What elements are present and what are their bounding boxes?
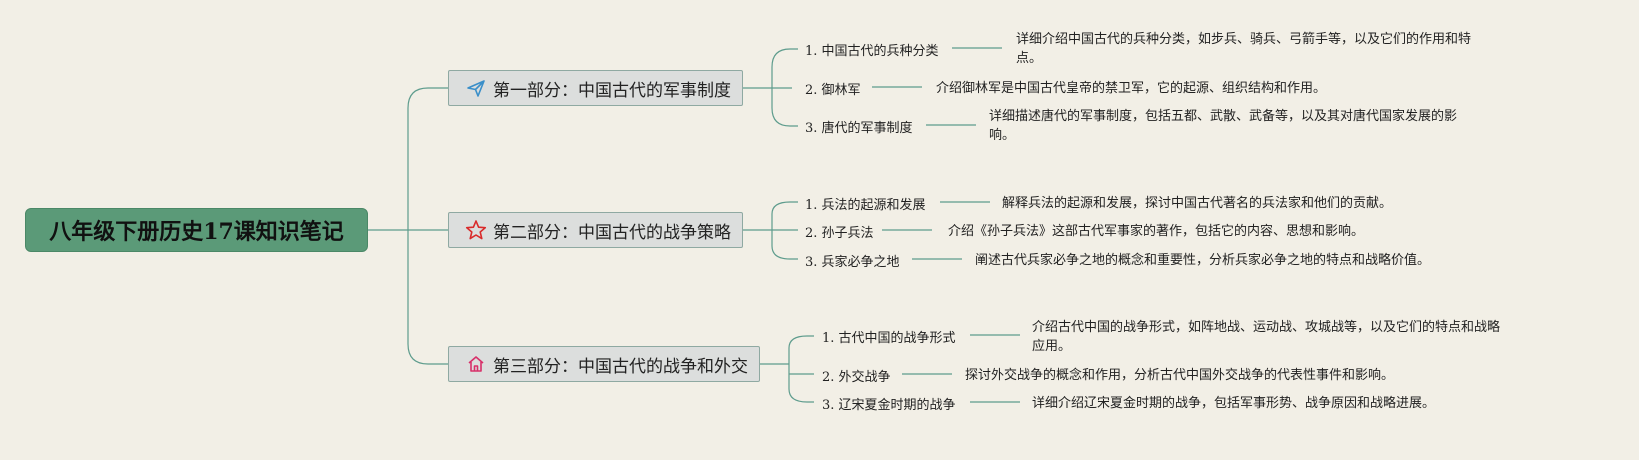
item-description: 介绍《孙子兵法》这部古代军事家的著作，包括它的内容、思想和影响。	[948, 224, 1365, 239]
item-description: 解释兵法的起源和发展，探讨中国古代著名的兵法家和他们的贡献。	[1002, 196, 1393, 211]
paper-plane-icon	[465, 77, 487, 99]
section-military-system[interactable]: 第一部分：中国古代的军事制度	[448, 70, 743, 106]
section-title: 第三部分：中国古代的战争和外交	[493, 356, 748, 377]
root-topic[interactable]: 八年级下册历史17课知识笔记	[25, 208, 368, 252]
home-icon	[465, 353, 487, 375]
item-label[interactable]: 1. 兵法的起源和发展	[805, 198, 926, 213]
star-icon	[465, 219, 487, 241]
root-title: 八年级下册历史17课知识笔记	[49, 219, 344, 245]
section-title: 第一部分：中国古代的军事制度	[493, 80, 731, 101]
item-description: 阐述古代兵家必争之地的概念和重要性，分析兵家必争之地的特点和战略价值。	[975, 253, 1431, 268]
item-label[interactable]: 3. 辽宋夏金时期的战争	[822, 398, 956, 413]
item-description: 详细介绍中国古代的兵种分类，如步兵、骑兵、弓箭手等，以及它们的作用和特点。	[1016, 32, 1472, 66]
item-label[interactable]: 1. 古代中国的战争形式	[822, 331, 956, 346]
item-description: 详细描述唐代的军事制度，包括五都、武散、武备等，以及其对唐代国家发展的影响。	[989, 109, 1458, 143]
item-label[interactable]: 3. 兵家必争之地	[805, 255, 900, 270]
section-war-diplomacy[interactable]: 第三部分：中国古代的战争和外交	[448, 346, 760, 382]
section-title: 第二部分：中国古代的战争策略	[493, 222, 731, 243]
item-label[interactable]: 3. 唐代的军事制度	[805, 121, 913, 136]
item-label[interactable]: 2. 外交战争	[822, 370, 891, 385]
item-description: 介绍御林军是中国古代皇帝的禁卫军，它的起源、组织结构和作用。	[936, 81, 1327, 96]
item-description: 详细介绍辽宋夏金时期的战争，包括军事形势、战争原因和战略进展。	[1032, 396, 1436, 411]
section-war-strategy[interactable]: 第二部分：中国古代的战争策略	[448, 212, 743, 248]
item-description: 探讨外交战争的概念和作用，分析古代中国外交战争的代表性事件和影响。	[965, 368, 1395, 383]
item-label[interactable]: 2. 孙子兵法	[805, 226, 874, 241]
item-description: 介绍古代中国的战争形式，如阵地战、运动战、攻城战等，以及它们的特点和战略应用。	[1032, 320, 1501, 354]
item-label[interactable]: 1. 中国古代的兵种分类	[805, 44, 939, 59]
item-label[interactable]: 2. 御林军	[805, 83, 861, 98]
